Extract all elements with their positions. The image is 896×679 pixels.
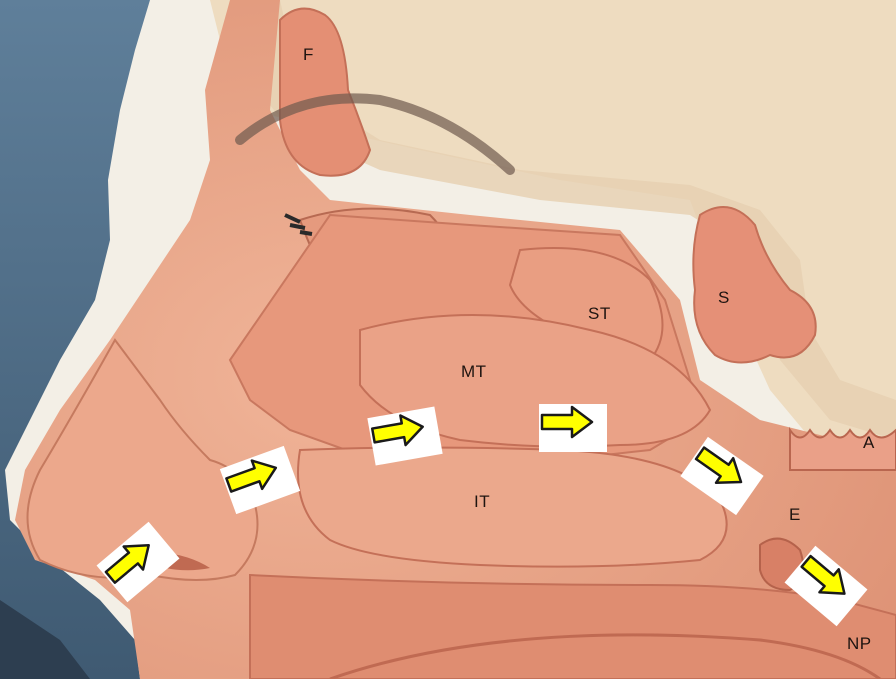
- inferior-turbinate: [298, 448, 727, 567]
- label-nasopharynx: NP: [847, 635, 872, 652]
- label-frontal-sinus: F: [303, 46, 314, 63]
- label-sphenoid-sinus: S: [718, 289, 730, 306]
- arrow-icon: [539, 404, 595, 440]
- label-adenoid: A: [863, 434, 875, 451]
- label-middle-turbinate: MT: [461, 363, 487, 380]
- label-inferior-turbinate: IT: [474, 493, 490, 510]
- airflow-arrow-4: [539, 404, 607, 452]
- label-eustachian: E: [789, 506, 801, 523]
- label-superior-turbinate: ST: [588, 305, 611, 322]
